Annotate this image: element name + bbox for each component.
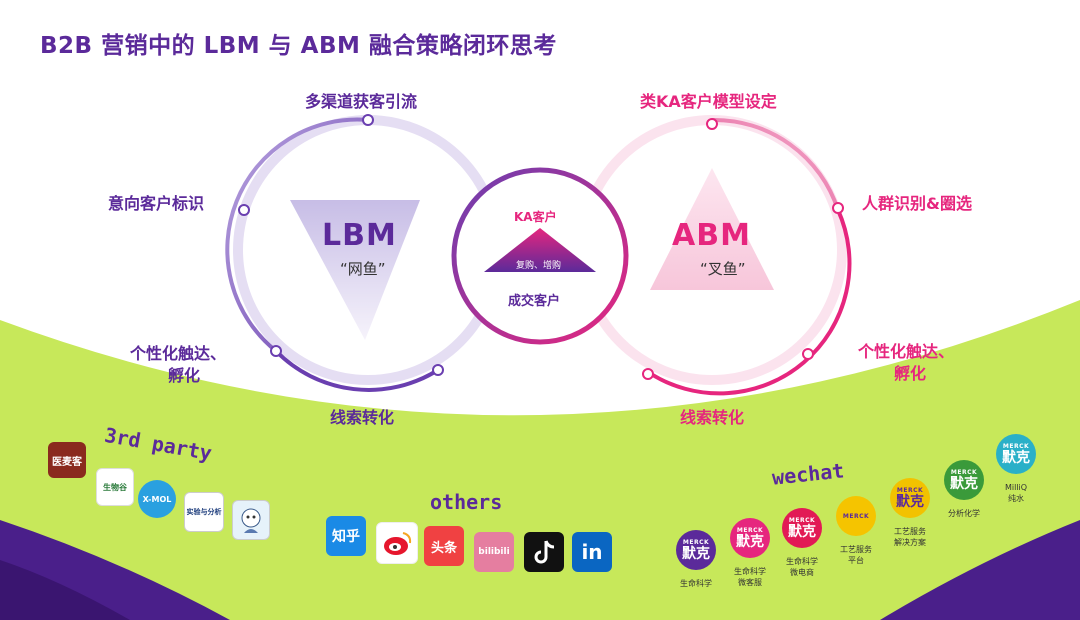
wechat-account-6-label-1: 分析化学: [948, 509, 980, 518]
shengwugu-text: 生物谷: [103, 482, 127, 492]
lbm-label-bottom: 线索转化: [330, 408, 395, 427]
linkedin-logo[interactable]: in: [572, 532, 612, 572]
merck-badge-main: 默克: [950, 475, 978, 492]
wechat-account-5-label-2: 解决方案: [894, 538, 926, 547]
abm-logo: ABM: [672, 218, 751, 253]
wechat-account-6-label: 分析化学: [940, 508, 988, 519]
abm-label-right: 人群识别&圈选: [862, 194, 972, 213]
wechat-account-2-label-1: 生命科学: [734, 567, 766, 576]
bilibili-logo[interactable]: bilibili: [474, 532, 514, 572]
merck-badge-main: 默克: [736, 533, 764, 550]
avatar-logo[interactable]: [232, 500, 270, 540]
bilibili-text: bilibili: [478, 547, 510, 557]
merck-badge-top: MERCK: [736, 526, 764, 534]
wechat-account-7-label-1: MilliQ: [1004, 483, 1028, 492]
lbm-label-left: 意向客户标识: [108, 194, 205, 213]
lbm-label-bottom-left-1: 个性化触达、: [130, 344, 227, 363]
wechat-account-5-label-1: 工艺服务: [894, 527, 926, 536]
xmol-logo[interactable]: X-MOL: [138, 480, 176, 518]
weibo-icon: [384, 532, 412, 555]
others-heading: others: [430, 490, 503, 514]
tiktok-logo[interactable]: [524, 532, 564, 572]
wechat-account-7-label: MilliQ 纯水: [992, 482, 1040, 504]
wechat-account-4-label: 工艺服务平台: [832, 544, 880, 566]
wechat-account-4-label-1: 工艺服务: [840, 545, 872, 554]
merck-badge-top: MERCK: [682, 538, 710, 546]
zhihu-text: 知乎: [332, 529, 360, 545]
linkedin-text: in: [581, 540, 603, 564]
abm-label-bottom-right-1: 个性化触达、: [858, 342, 955, 361]
yimaike-text: 医麦客: [52, 456, 82, 468]
center-bottom-label: 成交客户: [508, 294, 561, 309]
xmol-text: X-MOL: [142, 494, 172, 504]
yimaike-logo[interactable]: 医麦客: [48, 442, 86, 478]
wechat-account-2-label-2: 微客服: [738, 578, 762, 587]
wechat-account-2-label: 生命科学微客服: [726, 566, 774, 588]
zhihu-logo[interactable]: 知乎: [326, 516, 366, 556]
merck-badge-main: 默克: [682, 545, 710, 562]
lbm-label-bottom-left-2: 孵化: [168, 366, 201, 385]
weibo-logo[interactable]: [376, 522, 418, 564]
wechat-account-7-label-2: 纯水: [1008, 494, 1024, 503]
tiktok-icon: [534, 540, 555, 564]
wechat-account-3-label-2: 微电商: [790, 568, 814, 577]
merck-badge-top: MERCK: [842, 512, 870, 520]
abm-label-top: 类KA客户模型设定: [640, 92, 777, 111]
abm-label-bottom: 线索转化: [680, 408, 745, 427]
shiyan-fenxi-text: 实验与分析: [186, 508, 222, 516]
wechat-account-1-label-1: 生命科学: [680, 579, 712, 588]
lbm-label-top: 多渠道获客引流: [305, 92, 418, 111]
merck-badge-top: MERCK: [896, 486, 924, 494]
wechat-account-3-label: 生命科学微电商: [778, 556, 826, 578]
wechat-account-1-label: 生命科学: [676, 578, 716, 589]
wechat-account-3-label-1: 生命科学: [786, 557, 818, 566]
merck-badge-top: MERCK: [788, 516, 816, 524]
toutiao-text: 头条: [430, 540, 457, 556]
center-top-label: KA客户: [514, 210, 557, 224]
abm-label-bottom-right-2: 孵化: [894, 364, 927, 383]
abm-subtitle: “叉鱼”: [700, 260, 746, 278]
shiyan-fenxi-logo[interactable]: 实验与分析: [184, 492, 224, 532]
cartoon-avatar-icon: [241, 508, 261, 533]
toutiao-logo[interactable]: 头条: [424, 526, 464, 566]
lbm-logo: LBM: [322, 218, 397, 253]
lbm-subtitle: “网鱼”: [340, 260, 386, 278]
center-arrow-label: 复购、增购: [516, 261, 562, 271]
merck-badge-top: MERCK: [1002, 442, 1030, 450]
page-title: B2B 营销中的 LBM 与 ABM 融合策略闭环思考: [40, 33, 557, 59]
merck-badge-main: 默克: [1002, 449, 1030, 466]
wechat-account-5-label: 工艺服务解决方案: [884, 526, 936, 548]
merck-badge-main: 默克: [788, 523, 816, 540]
wechat-account-4-label-2: 平台: [848, 556, 864, 565]
wechat-account-4[interactable]: MERCK: [836, 496, 876, 536]
merck-badge-main: 默克: [896, 493, 924, 510]
shengwugu-logo[interactable]: 生物谷: [96, 468, 134, 506]
merck-badge-top: MERCK: [950, 468, 978, 476]
